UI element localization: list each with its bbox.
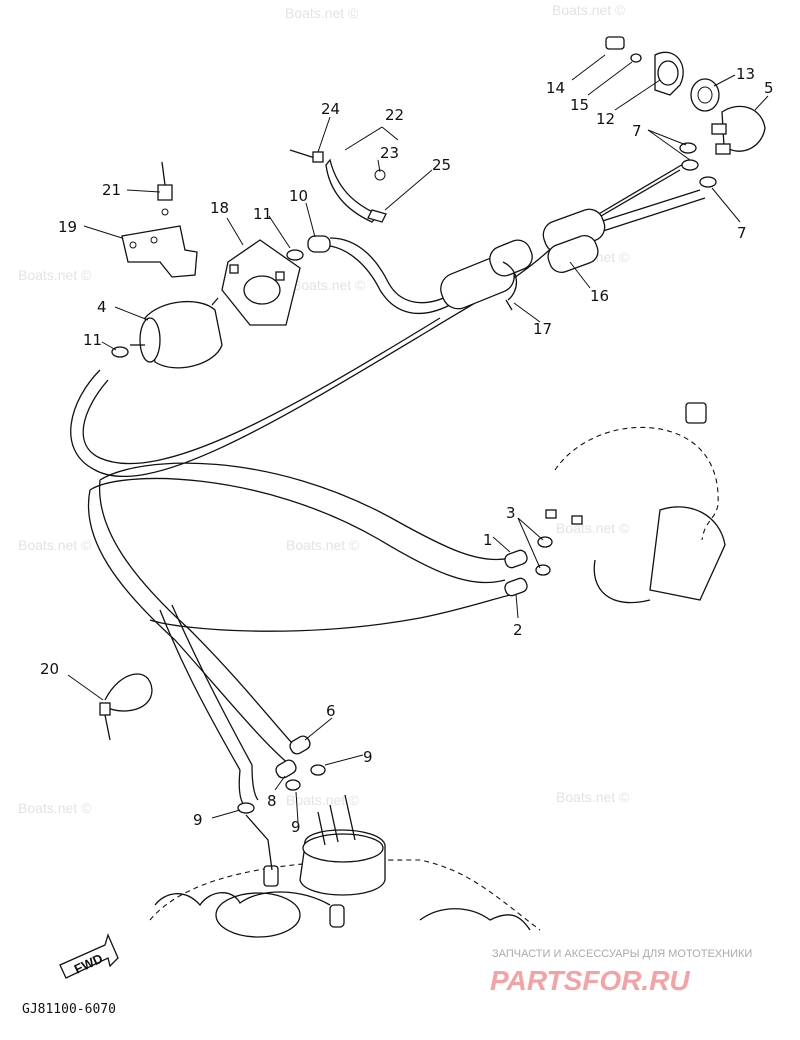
callout-9: 9 <box>291 818 301 836</box>
callout-19: 19 <box>58 218 77 236</box>
part-6-hose-end <box>289 735 311 755</box>
callout-11: 11 <box>253 205 272 223</box>
forward-label: FWD <box>72 951 105 977</box>
callout-8: 8 <box>267 792 277 810</box>
callout-labels: 1 2 3 4 5 6 7 7 8 9 9 9 10 11 11 12 13 1… <box>40 65 774 836</box>
watermark: Boats.net © <box>285 5 359 21</box>
part-9-clamps <box>237 764 326 814</box>
callout-4: 4 <box>97 298 107 316</box>
callout-23: 23 <box>380 144 399 162</box>
part-15-washer <box>630 53 642 63</box>
engine-block <box>554 402 726 604</box>
callout-10: 10 <box>289 187 308 205</box>
hose-stub <box>251 764 259 801</box>
callout-7: 7 <box>737 224 747 242</box>
part-13-ring <box>690 78 720 112</box>
callout-18: 18 <box>210 199 229 217</box>
hose-stub <box>238 769 245 806</box>
part-21-bolt <box>157 161 173 216</box>
callout-7: 7 <box>632 122 642 140</box>
callout-17: 17 <box>533 320 552 338</box>
watermark: Boats.net © <box>556 520 630 536</box>
callout-9: 9 <box>363 748 373 766</box>
watermark: Boats.net © <box>18 267 92 283</box>
part-12-cover <box>654 51 684 96</box>
callout-21: 21 <box>102 181 121 199</box>
callout-12: 12 <box>596 110 615 128</box>
part-18-bracket <box>221 239 301 326</box>
watermark: Boats.net © <box>286 792 360 808</box>
leader-lines <box>67 54 769 823</box>
watermark: Boats.net © <box>18 800 92 816</box>
callout-5: 5 <box>764 79 774 97</box>
part-5-fitting <box>711 105 766 155</box>
watermark: Boats.net © <box>286 537 360 553</box>
part-20-strap <box>99 673 153 741</box>
brand-logo: ЗАПЧАСТИ И АКСЕССУАРЫ ДЛЯ МОТОТЕХНИКИ PA… <box>490 948 752 996</box>
fuel-tank <box>149 794 541 938</box>
callout-20: 20 <box>40 660 59 678</box>
callout-3: 3 <box>506 504 516 522</box>
watermark: Boats.net © <box>552 2 626 18</box>
part-2-hose-end <box>504 577 528 597</box>
drawing-code: GJ81100-6070 <box>22 1002 116 1017</box>
callout-6: 6 <box>326 702 336 720</box>
callout-24: 24 <box>321 100 340 118</box>
callout-2: 2 <box>513 621 523 639</box>
callout-9: 9 <box>193 811 203 829</box>
callout-22: 22 <box>385 106 404 124</box>
watermark: Boats.net © <box>556 789 630 805</box>
watermark: Boats.net © <box>292 277 366 293</box>
part-7-clamps <box>679 142 717 188</box>
watermark-layer: Boats.net © Boats.net © Boats.net © Boat… <box>18 2 630 816</box>
brand-name: PARTSFOR.RU <box>490 965 690 996</box>
callout-16: 16 <box>590 287 609 305</box>
part-17-clip <box>502 261 518 311</box>
callout-11: 11 <box>83 331 102 349</box>
watermark: Boats.net © <box>18 537 92 553</box>
callout-1: 1 <box>483 531 493 549</box>
part-19-plate <box>121 225 198 278</box>
brand-tagline: ЗАПЧАСТИ И АКСЕССУАРЫ ДЛЯ МОТОТЕХНИКИ <box>492 948 752 960</box>
callout-15: 15 <box>570 96 589 114</box>
callout-14: 14 <box>546 79 565 97</box>
part-4-fuel-filter <box>130 297 223 369</box>
part-10-hose <box>307 235 331 253</box>
part-16-hose-joint <box>440 208 606 310</box>
part-8-hose-end <box>275 759 297 779</box>
callout-25: 25 <box>432 156 451 174</box>
forward-arrow: FWD <box>59 933 119 979</box>
callout-13: 13 <box>736 65 755 83</box>
part-22-band-assembly <box>289 149 387 223</box>
part-14-screw <box>605 36 625 50</box>
part-1-hose-end <box>504 549 528 569</box>
